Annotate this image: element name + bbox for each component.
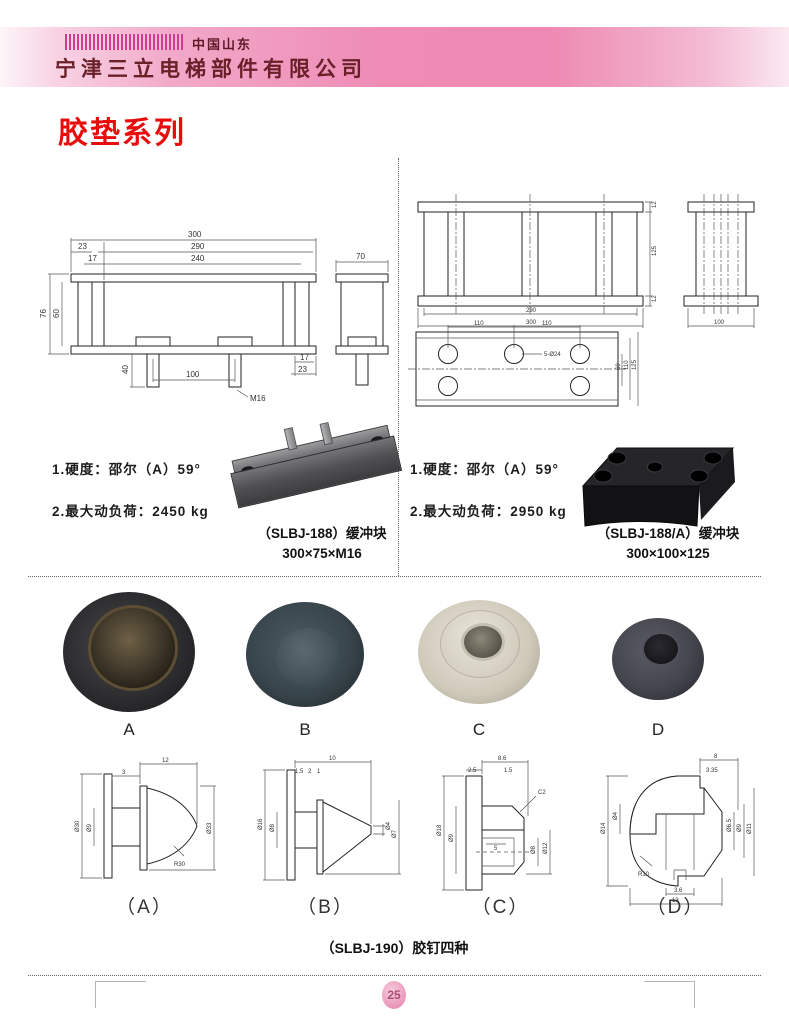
svg-text:12: 12: [652, 201, 658, 208]
svg-text:5: 5: [494, 846, 498, 852]
svg-text:R30: R30: [174, 862, 186, 868]
svg-text:Ø9: Ø9: [449, 833, 455, 842]
slbj-188-technical-drawing: 300 23 290 17 240 76 60 40 100 M16 17 23…: [39, 230, 389, 403]
nail-drawing-b: 10 1.5 2 1 Ø16 Ø8 Ø4 Ø7: [258, 756, 401, 881]
header-region-label: 中国山东: [192, 37, 253, 52]
drawing-label-d: （D）: [646, 897, 705, 918]
horizontal-dotted-divider: [28, 576, 761, 577]
svg-text:300: 300: [188, 230, 202, 239]
header-band: 中国山东 宁津三立电梯部件有限公司: [0, 27, 789, 87]
nail-drawing-a: 12 3 Ø30 Ø9 Ø33 R30: [75, 758, 216, 879]
svg-text:17: 17: [300, 353, 309, 362]
svg-text:70: 70: [356, 252, 365, 261]
drawing-label-b: （B）: [297, 897, 354, 918]
svg-text:5-Ø24: 5-Ø24: [544, 352, 561, 358]
left-spec-load: 2.最大动负荷：2450 kg: [52, 504, 209, 519]
right-caption: （SLBJ-188/A）缓冲块 300×100×125: [596, 526, 740, 561]
company-name: 宁津三立电梯部件有限公司: [55, 58, 367, 81]
barcode-stripes-icon: [65, 34, 183, 50]
svg-text:2.5: 2.5: [468, 768, 477, 774]
svg-text:8: 8: [714, 754, 718, 760]
page-title: 胶垫系列: [58, 117, 186, 150]
right-spec-load: 2.最大动负荷：2950 kg: [410, 504, 567, 519]
svg-text:240: 240: [191, 254, 205, 263]
rubber-nail-photo-d: [612, 618, 704, 700]
svg-text:3.6: 3.6: [674, 888, 683, 894]
page-number-badge: 25: [382, 981, 406, 1009]
svg-text:Ø12: Ø12: [543, 842, 549, 854]
svg-text:23: 23: [78, 242, 87, 251]
svg-text:110: 110: [542, 321, 552, 327]
svg-text:300: 300: [526, 320, 537, 326]
nail-drawing-c: 8.6 2.5 1.5 C2 Ø18 Ø9 5 Ø8 Ø12: [437, 756, 552, 891]
svg-text:100: 100: [714, 320, 725, 326]
svg-text:12: 12: [652, 295, 658, 302]
svg-text:60: 60: [52, 309, 61, 318]
svg-text:C2: C2: [538, 790, 546, 796]
svg-text:R10: R10: [638, 872, 650, 878]
rubber-nail-photo-b: [246, 602, 364, 707]
drawing-label-c: （C）: [471, 897, 530, 918]
slbj-188a-photo: [581, 447, 735, 527]
svg-text:Ø30: Ø30: [75, 820, 81, 832]
svg-text:13: 13: [672, 898, 679, 904]
svg-text:110: 110: [474, 321, 484, 327]
photo-label-a: A: [123, 720, 135, 739]
left-caption: （SLBJ-188）缓冲块 300×75×M16: [257, 526, 387, 561]
svg-text:Ø16: Ø16: [258, 818, 264, 830]
photo-label-c: C: [472, 720, 486, 739]
photo-label-b: B: [299, 720, 311, 739]
svg-text:23: 23: [298, 365, 307, 374]
svg-text:Ø9: Ø9: [87, 823, 93, 832]
svg-text:Ø4: Ø4: [613, 811, 619, 820]
svg-text:Ø7: Ø7: [392, 829, 398, 838]
svg-text:100: 100: [186, 370, 200, 379]
svg-text:1.5: 1.5: [295, 769, 304, 775]
svg-text:Ø4: Ø4: [386, 821, 392, 830]
svg-text:3.35: 3.35: [706, 768, 718, 774]
svg-text:40: 40: [121, 365, 130, 374]
svg-text:12: 12: [162, 758, 169, 764]
crop-mark-left: [95, 981, 146, 1008]
crop-mark-right: [644, 981, 695, 1008]
svg-text:Ø11: Ø11: [747, 822, 753, 834]
svg-text:60: 60: [616, 363, 622, 370]
svg-text:125: 125: [652, 245, 658, 256]
svg-text:Ø8: Ø8: [531, 845, 537, 854]
svg-text:10: 10: [329, 756, 336, 762]
svg-text:8.6: 8.6: [498, 756, 507, 762]
bottom-caption: （SLBJ-190）胶钉四种: [320, 940, 469, 956]
slbj-188a-technical-drawing: 12 125 12 290 300 100: [417, 194, 759, 328]
rubber-nail-photo-a: [63, 592, 195, 712]
svg-text:1: 1: [317, 769, 321, 775]
right-spec-hardness: 1.硬度：邵尔（A）59°: [410, 462, 559, 477]
drawing-label-a: （A）: [116, 897, 173, 918]
svg-text:Ø33: Ø33: [207, 822, 213, 834]
photo-label-d: D: [651, 720, 665, 739]
svg-text:2: 2: [308, 769, 312, 775]
svg-text:Ø9: Ø9: [737, 823, 743, 832]
svg-text:125: 125: [632, 359, 638, 370]
svg-text:Ø14: Ø14: [601, 822, 607, 834]
slbj-188-photo: [230, 408, 405, 526]
svg-text:110: 110: [624, 360, 630, 370]
slbj-188a-plate-drawing: 110 110 5-Ø24 60 110 125: [408, 321, 639, 407]
svg-text:Ø8: Ø8: [270, 823, 276, 832]
svg-text:M16: M16: [250, 394, 266, 403]
nail-drawing-d: 8 3.35 Ø14 Ø4 Ø6.5 Ø9 Ø11 R10 3.6 13: [601, 754, 755, 906]
svg-text:290: 290: [526, 308, 537, 314]
svg-text:Ø6.5: Ø6.5: [727, 818, 733, 832]
svg-text:17: 17: [88, 254, 97, 263]
vertical-dotted-divider: [398, 158, 399, 576]
left-spec-hardness: 1.硬度：邵尔（A）59°: [52, 462, 201, 477]
svg-text:Ø18: Ø18: [437, 824, 443, 836]
svg-text:76: 76: [39, 309, 48, 318]
svg-text:290: 290: [191, 242, 205, 251]
svg-text:3: 3: [122, 770, 126, 776]
rubber-nail-photo-c: [418, 600, 540, 704]
footer-dotted-line: [28, 975, 761, 976]
svg-text:1.5: 1.5: [504, 768, 513, 774]
